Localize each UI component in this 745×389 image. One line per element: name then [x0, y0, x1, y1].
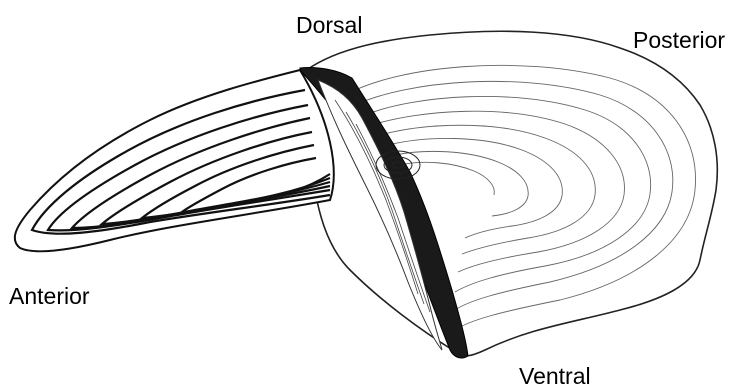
- anterior-valve-outline: [15, 70, 334, 251]
- label-posterior: Posterior: [633, 29, 725, 52]
- label-anterior: Anterior: [9, 285, 90, 308]
- label-dorsal: Dorsal: [296, 14, 362, 37]
- posterior-valve-outline: [300, 31, 717, 356]
- label-ventral: Ventral: [519, 365, 591, 388]
